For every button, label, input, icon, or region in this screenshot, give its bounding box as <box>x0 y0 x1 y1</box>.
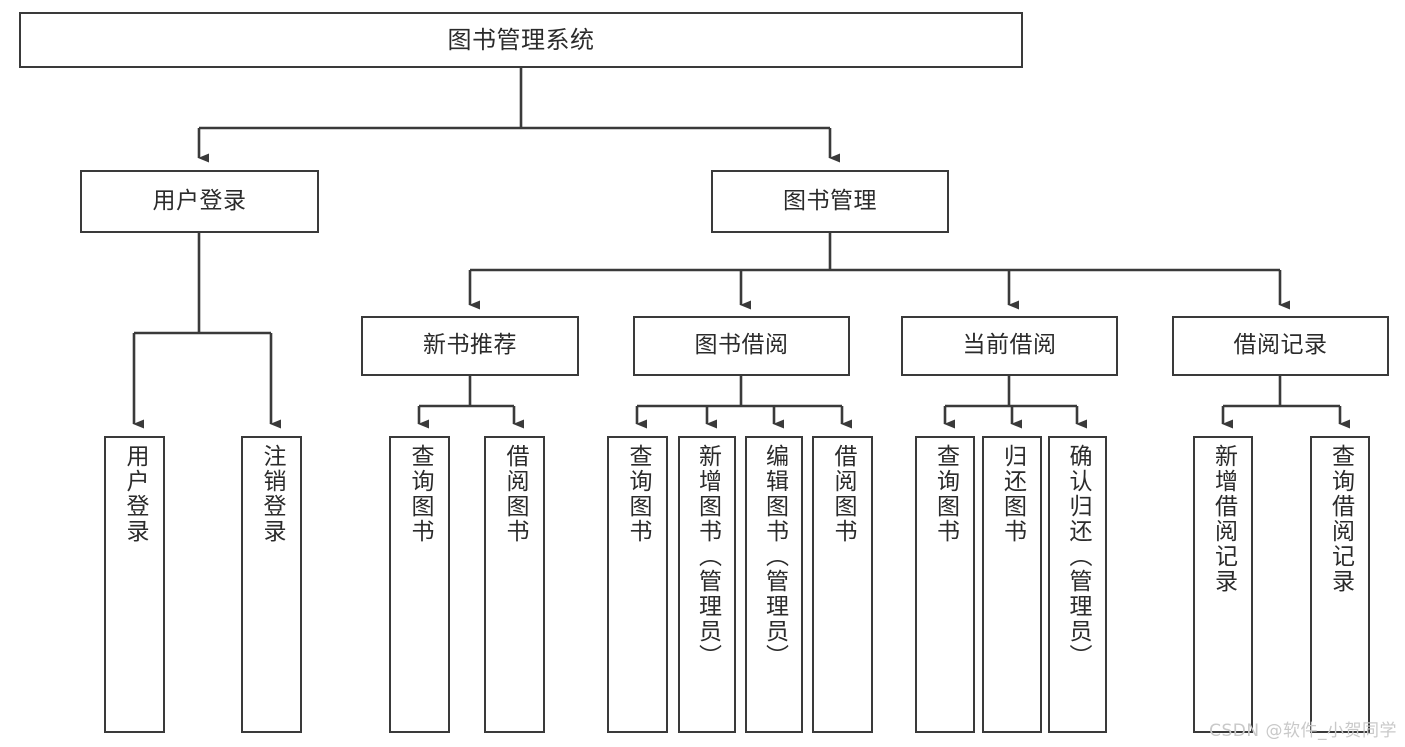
node-leaf-8[interactable]: 查询图书 <box>915 436 975 733</box>
node-leaf-7[interactable]: 借阅图书 <box>812 436 873 733</box>
node-level1-0[interactable]: 用户登录 <box>80 170 319 233</box>
node-leaf-2-label: 查询图书 <box>407 444 433 544</box>
node-leaf-5[interactable]: 新增图书（管理员） <box>678 436 736 733</box>
node-level2-2-label: 当前借阅 <box>962 332 1057 359</box>
node-leaf-3[interactable]: 借阅图书 <box>484 436 545 733</box>
node-level2-2[interactable]: 当前借阅 <box>901 316 1118 376</box>
node-leaf-1[interactable]: 注销登录 <box>241 436 302 733</box>
node-leaf-7-label: 借阅图书 <box>830 444 856 544</box>
node-leaf-12[interactable]: 查询借阅记录 <box>1310 436 1370 733</box>
node-level2-3[interactable]: 借阅记录 <box>1172 316 1389 376</box>
node-level2-0-label: 新书推荐 <box>423 332 517 359</box>
node-level1-0-label: 用户登录 <box>152 187 247 214</box>
node-leaf-8-label: 查询图书 <box>932 444 959 544</box>
node-leaf-9[interactable]: 归还图书 <box>982 436 1042 733</box>
node-leaf-10[interactable]: 确认归还（管理员） <box>1048 436 1107 733</box>
node-level2-1[interactable]: 图书借阅 <box>633 316 850 376</box>
node-level1-1-label: 图书管理 <box>783 187 877 214</box>
node-leaf-11-label: 新增借阅记录 <box>1210 444 1237 594</box>
node-leaf-4[interactable]: 查询图书 <box>607 436 668 733</box>
node-root[interactable]: 图书管理系统 <box>19 12 1023 68</box>
node-leaf-3-label: 借阅图书 <box>502 444 528 544</box>
node-leaf-1-label: 注销登录 <box>259 444 285 544</box>
node-leaf-2[interactable]: 查询图书 <box>389 436 450 733</box>
node-level2-0[interactable]: 新书推荐 <box>361 316 579 376</box>
node-leaf-0-label: 用户登录 <box>122 444 148 544</box>
node-leaf-9-label: 归还图书 <box>999 444 1026 544</box>
node-leaf-11[interactable]: 新增借阅记录 <box>1193 436 1253 733</box>
node-leaf-5-label: 新增图书（管理员） <box>694 444 721 669</box>
node-leaf-12-label: 查询借阅记录 <box>1327 444 1354 594</box>
node-leaf-6[interactable]: 编辑图书（管理员） <box>745 436 803 733</box>
node-leaf-10-label: 确认归还（管理员） <box>1065 444 1091 669</box>
node-leaf-0[interactable]: 用户登录 <box>104 436 165 733</box>
node-level2-1-label: 图书借阅 <box>694 332 789 359</box>
csdn-watermark: CSDN @软件_小贺同学 <box>1209 721 1397 741</box>
node-leaf-6-label: 编辑图书（管理员） <box>761 444 788 669</box>
node-leaf-4-label: 查询图书 <box>625 444 651 544</box>
node-root-label: 图书管理系统 <box>447 25 595 54</box>
node-level1-1[interactable]: 图书管理 <box>711 170 949 233</box>
node-level2-3-label: 借阅记录 <box>1233 332 1328 359</box>
